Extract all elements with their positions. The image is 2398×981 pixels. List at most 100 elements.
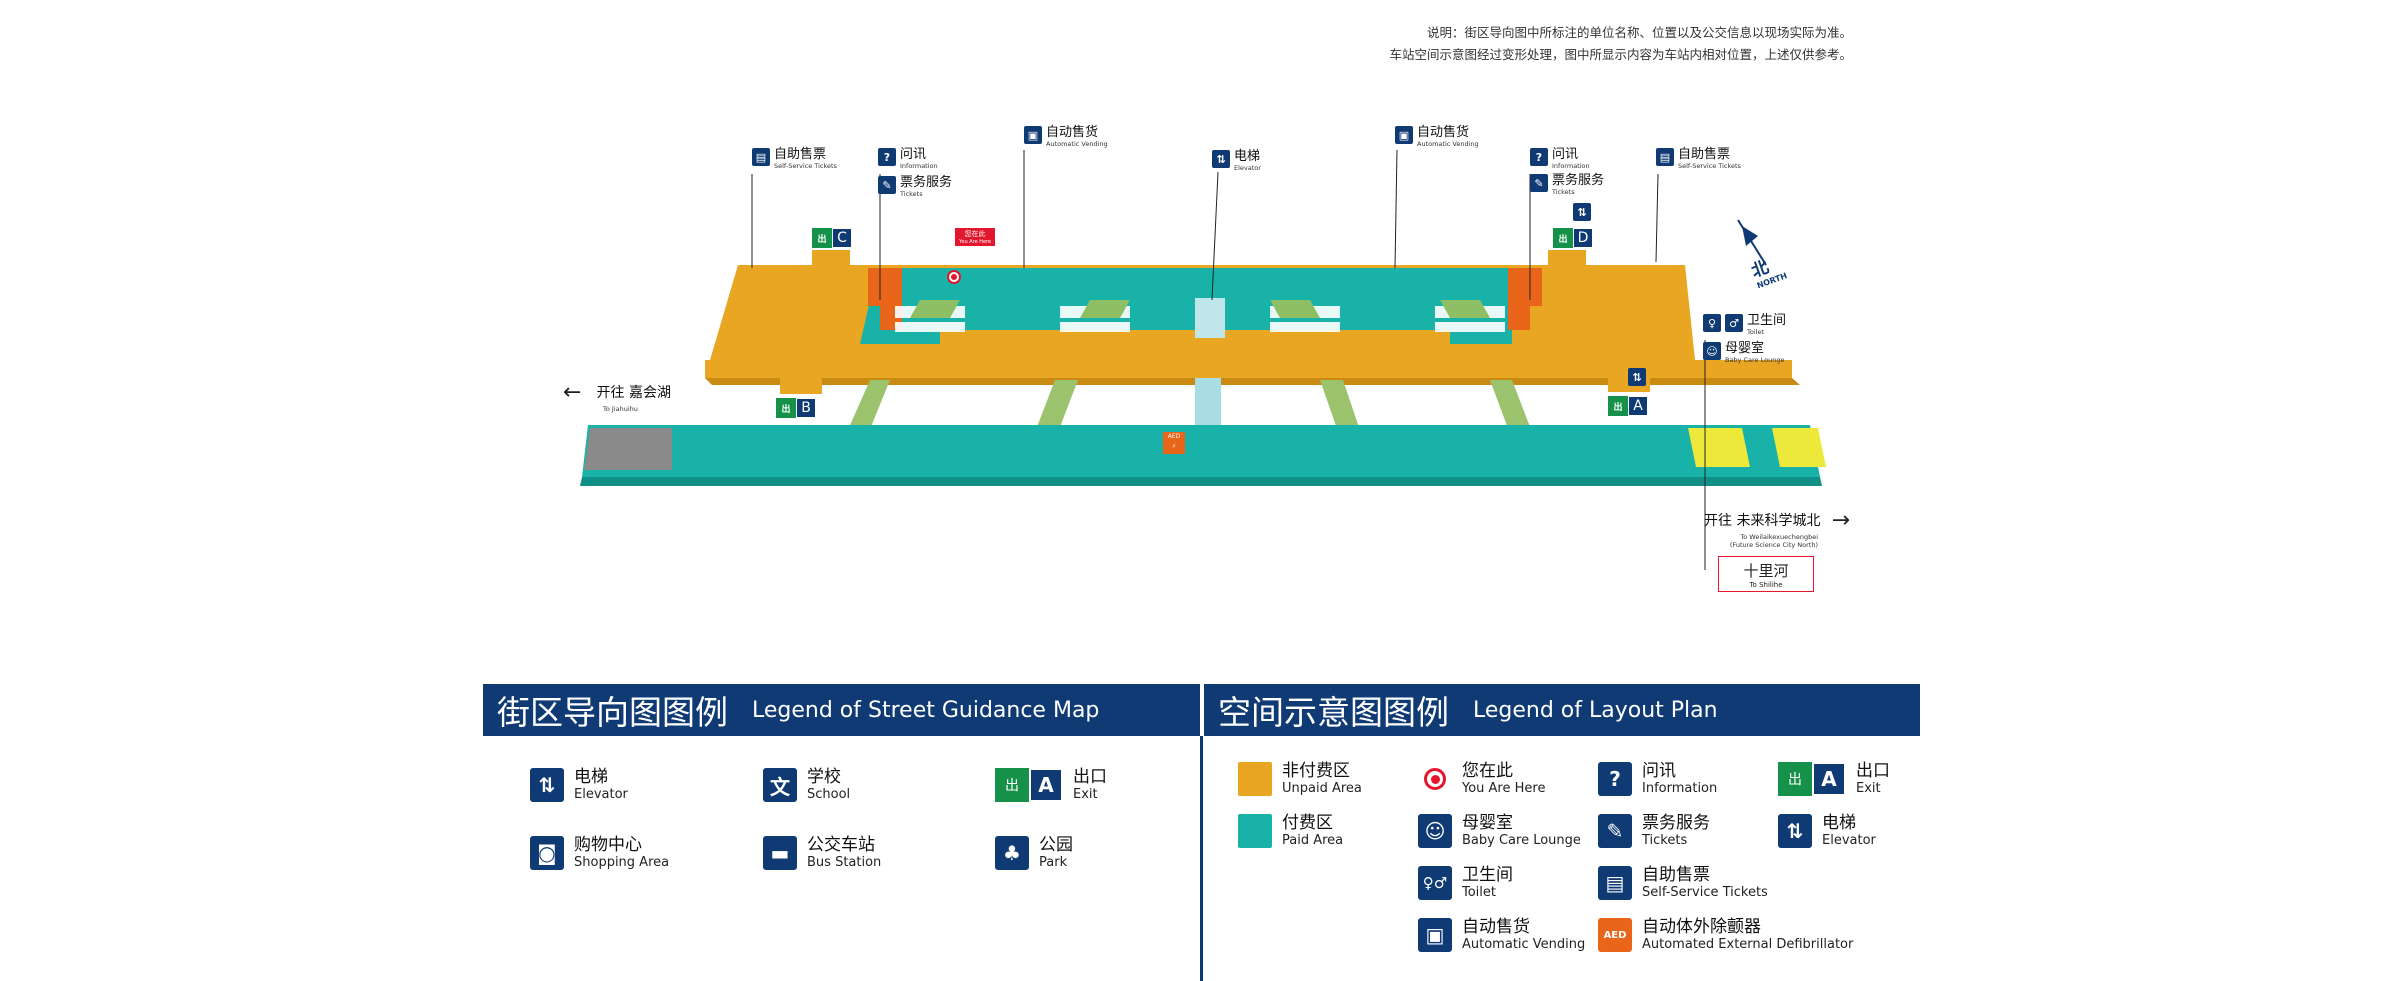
platform-aed-icon: AED⚡: [1163, 432, 1185, 454]
vending-icon: ▣: [1024, 126, 1042, 144]
escalator-top-2: [1080, 300, 1130, 318]
unpaid-swatch: [1238, 762, 1272, 796]
legend-street-title: 街区导向图图例: [497, 693, 728, 732]
entrance-c-stub: [812, 250, 850, 268]
exit-icon: 出: [812, 228, 832, 248]
gate-7: [1270, 322, 1340, 332]
bus-icon: ▬: [763, 836, 797, 870]
exit-a-badge: 出 A: [1608, 396, 1648, 416]
exit-a-letter: A: [1628, 396, 1648, 416]
vending-icon: ▣: [1395, 126, 1413, 144]
ticket-office-right: [1508, 268, 1542, 306]
note-line-2: 车站空间示意图经过变形处理，图中所显示内容为车站内相对位置，上述仅供参考。: [1389, 47, 1852, 62]
info-icon: ?: [1530, 148, 1548, 166]
exit-d-letter: D: [1573, 228, 1593, 248]
school-icon: 文: [763, 768, 797, 802]
baby-care-icon: ☺: [1703, 342, 1721, 360]
yellow-block-2: [1772, 428, 1826, 467]
shopping-icon: ◙: [530, 836, 564, 870]
ticket-office-right-2: [1508, 300, 1530, 330]
callout-leaders: [751, 149, 1706, 570]
exit-b-letter: B: [796, 398, 816, 418]
vending-icon: ▣: [1418, 918, 1452, 952]
legend-layout-title: 空间示意图图例: [1218, 693, 1449, 732]
legend-layout-header: 空间示意图图例 Legend of Layout Plan: [1204, 684, 1920, 736]
legend-layout-subtitle: Legend of Layout Plan: [1473, 697, 1718, 723]
exit-c-letter: C: [832, 228, 852, 248]
toilet-male-icon: ♂: [1725, 314, 1743, 332]
escalator-top-4: [1440, 300, 1490, 318]
legend-street-header: 街区导向图图例 Legend of Street Guidance Map: [483, 684, 1200, 736]
ticket-service-icon: ✎: [1530, 174, 1548, 192]
north-compass-icon: [1737, 219, 1767, 266]
baby-care-icon: ☺: [1418, 814, 1452, 848]
ticket-machine-icon: ▤: [1598, 866, 1632, 900]
aed-icon: AED: [1598, 918, 1632, 952]
legend-street-subtitle: Legend of Street Guidance Map: [752, 697, 1100, 723]
arrow-right-icon: →: [1831, 508, 1850, 533]
note-line-1: 说明：街区导向图中所标注的单位名称、位置以及公交信息以现场实际为准。: [1426, 25, 1852, 40]
exit-d-badge: 出 D: [1553, 228, 1593, 248]
gate-5: [895, 322, 965, 332]
ticket-service-icon: ✎: [878, 176, 896, 194]
paid-platform: [582, 425, 1820, 477]
park-icon: ♣: [995, 836, 1029, 870]
exit-icon: 出: [1608, 396, 1628, 416]
ticket-machine-icon: ▤: [752, 148, 770, 166]
next-station-box: 十里河 To Shilihe: [1718, 556, 1814, 592]
exit-icon: 出: [1553, 228, 1573, 248]
elevator-icon: ⇅: [1212, 150, 1230, 168]
entrance-b-stub: [780, 370, 822, 394]
info-icon: ?: [1598, 762, 1632, 796]
toilet-icon: ♀♂: [1418, 866, 1452, 900]
gate-8: [1435, 322, 1505, 332]
elevator-icon: ⇅: [1778, 814, 1812, 848]
ticket-office-left: [868, 268, 902, 306]
exit-icon: 出: [776, 398, 796, 418]
disclaimer-note: 说明：街区导向图中所标注的单位名称、位置以及公交信息以现场实际为准。 车站空间示…: [1389, 22, 1852, 66]
you-are-here-marker: [947, 270, 961, 284]
elevator-icon: ⇅: [1573, 203, 1591, 221]
paid-concourse: [860, 268, 1512, 344]
direction-left: ← 开往 嘉会湖 To Jiahuihu: [563, 380, 671, 413]
arrow-left-icon: ←: [563, 380, 582, 405]
escalator-top-1: [910, 300, 960, 318]
direction-right: 开往 未来科学城北 → To Weilaikexuechengbei (Futu…: [1704, 508, 1850, 549]
ticket-machine-icon: ▤: [1656, 148, 1674, 166]
info-icon: ?: [878, 148, 896, 166]
exit-icon: 出 A: [1778, 762, 1846, 796]
yellow-block-1: [1688, 428, 1750, 467]
you-are-here-dot: [951, 274, 957, 280]
escalator-top-3: [1270, 300, 1320, 318]
entrance-d-stub: [1548, 250, 1586, 268]
elevator-icon: ⇅: [1628, 368, 1646, 386]
legend-divider: [1200, 736, 1203, 981]
